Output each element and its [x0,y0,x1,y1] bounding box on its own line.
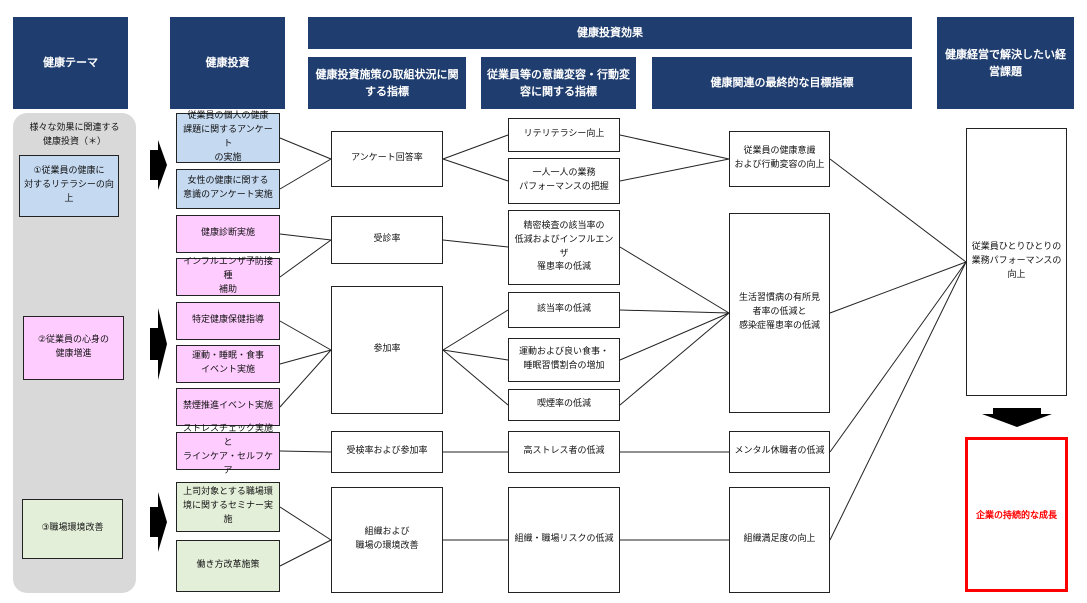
header-effect-sub3: 健康関連の最終的な目標指標 [652,57,912,109]
investment-work-reform: 働き方改革施策 [176,540,280,592]
investment-individual-survey: 従業員の個人の健康 課題に関するアンケート の実施 [176,111,280,163]
indicator-environment: 組織および 職場の環境改善 [331,487,443,593]
investment-health-guidance: 特定健康保健指導 [176,302,280,340]
arrow-right-icon [150,140,167,190]
indicator-survey-response: アンケート回答率 [331,131,443,187]
arrow-down-icon [982,408,1052,427]
theme-note: 様々な効果に関連する 健康投資（＊） [29,123,120,147]
behavior-rate-reduction: 該当率の低減 [508,292,620,328]
theme-literacy: ①従業員の健康に 対するリテラシーの向上 [19,155,119,217]
behavior-stress: 高ストレス者の低減 [508,431,620,473]
investment-women-survey: 女性の健康に関する 意識のアンケート実施 [176,169,280,209]
indicator-checkup-rate: 受診率 [331,216,443,264]
investment-flu-vaccine: インフルエンザ予防接種 補助 [176,257,280,296]
header-issue: 健康経営で解決したい経営課題 [937,17,1074,109]
investment-manager-seminar: 上司対象とする職場環 境に関するセミナー実施 [176,482,280,532]
behavior-org-risk: 組織・職場リスクの低減 [508,487,620,593]
outcome-awareness: 従業員の健康意識 および行動変容の向上 [729,131,830,187]
outcome-mental-leave: メンタル休職者の低減 [729,431,830,473]
behavior-smoking: 喫煙率の低減 [508,389,620,421]
investment-lifestyle-events: 運動・睡眠・食事 イベント実施 [176,345,280,383]
arrow-right-icon [150,492,167,552]
indicator-stress-check: 受検率および参加率 [331,431,443,473]
behavior-literacy: リテリテラシー向上 [508,118,620,152]
management-performance: 従業員ひとりひとりの 業務パフォーマンスの 向上 [966,128,1067,396]
investment-health-checkup: 健康診断実施 [176,215,280,253]
investment-no-smoking: 禁煙推進イベント実施 [176,388,280,426]
outcome-lifestyle-disease: 生活習慣病の有所見 者率の低減と 感染症罹患率の低減 [729,213,830,413]
behavior-checkup-flu: 精密検査の該当率の 低減およびインフルエンザ 罹患率の低減 [508,210,620,285]
theme-health-promotion: ②従業員の心身の 健康増進 [23,316,124,380]
header-investment: 健康投資 [170,17,285,109]
arrow-right-icon [150,308,167,380]
header-theme: 健康テーマ [13,17,128,109]
header-effect: 健康投資効果 [308,17,912,49]
outcome-org-satisfaction: 組織満足度の向上 [729,487,830,593]
management-goal: 企業の持続的な成長 [965,437,1068,592]
indicator-participation: 参加率 [331,286,443,414]
behavior-habits: 運動および良い食事・ 睡眠習慣割合の増加 [508,338,620,382]
header-effect-sub2: 従業員等の意識変容・行動変容に関する指標 [481,57,636,109]
theme-environment: ③職場環境改善 [22,499,123,559]
header-effect-sub1: 健康投資施策の取組状況に関する指標 [308,57,466,109]
behavior-performance: 一人一人の業務 パフォーマンスの把握 [508,158,620,204]
